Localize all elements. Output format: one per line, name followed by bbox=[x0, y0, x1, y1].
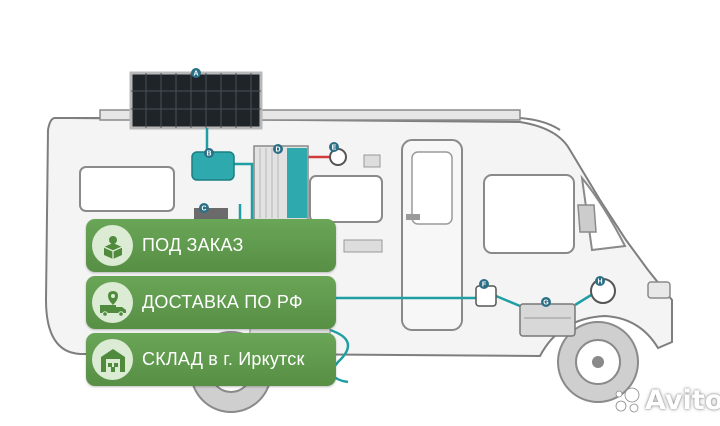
badge-delivery: ДОСТАВКА ПО РФ bbox=[86, 276, 336, 329]
info-badges: ПОД ЗАКАЗ ДОСТАВКА ПО РФ СКЛАД в bbox=[86, 219, 336, 390]
marker-d-text: D bbox=[275, 147, 280, 154]
marker-g-text: G bbox=[543, 300, 549, 307]
warehouse-icon bbox=[92, 339, 133, 380]
marker-e: E bbox=[329, 142, 339, 152]
marker-b-text: B bbox=[206, 151, 211, 158]
badge-delivery-label: ДОСТАВКА ПО РФ bbox=[142, 292, 303, 312]
order-box-icon bbox=[92, 225, 133, 266]
badge-warehouse: СКЛАД в г. Иркутск bbox=[86, 333, 336, 386]
battery bbox=[519, 303, 576, 337]
badge-order-label: ПОД ЗАКАЗ bbox=[142, 235, 244, 255]
marker-d: D bbox=[273, 144, 283, 154]
inverter-cabinet bbox=[253, 145, 309, 221]
marker-f-text: F bbox=[482, 282, 487, 289]
charge-controller bbox=[191, 151, 235, 181]
front-wheel bbox=[557, 321, 639, 403]
side-window-mid bbox=[309, 175, 383, 223]
marker-h: H bbox=[595, 276, 605, 286]
solar-panel bbox=[129, 71, 263, 130]
marker-a-text: A bbox=[193, 71, 198, 78]
marker-e-text: E bbox=[332, 145, 337, 152]
marker-c: C bbox=[199, 203, 209, 213]
cab-window bbox=[483, 174, 575, 254]
marker-c-text: C bbox=[201, 206, 206, 213]
avito-watermark: Avito bbox=[612, 384, 720, 416]
badge-order: ПОД ЗАКАЗ bbox=[86, 219, 336, 272]
avito-watermark-text: Avito bbox=[645, 384, 720, 416]
marker-a: A bbox=[191, 68, 201, 78]
marker-h-text: H bbox=[597, 279, 602, 286]
side-window-rear bbox=[79, 166, 175, 212]
avito-logo-icon bbox=[615, 387, 640, 413]
wiring-teal bbox=[205, 128, 597, 384]
delivery-truck-icon bbox=[92, 282, 133, 323]
marker-b: B bbox=[204, 148, 214, 158]
breaker bbox=[475, 285, 497, 307]
badge-warehouse-label: СКЛАД в г. Иркутск bbox=[142, 349, 305, 369]
marker-f: F bbox=[479, 279, 489, 289]
marker-g: G bbox=[541, 297, 551, 307]
